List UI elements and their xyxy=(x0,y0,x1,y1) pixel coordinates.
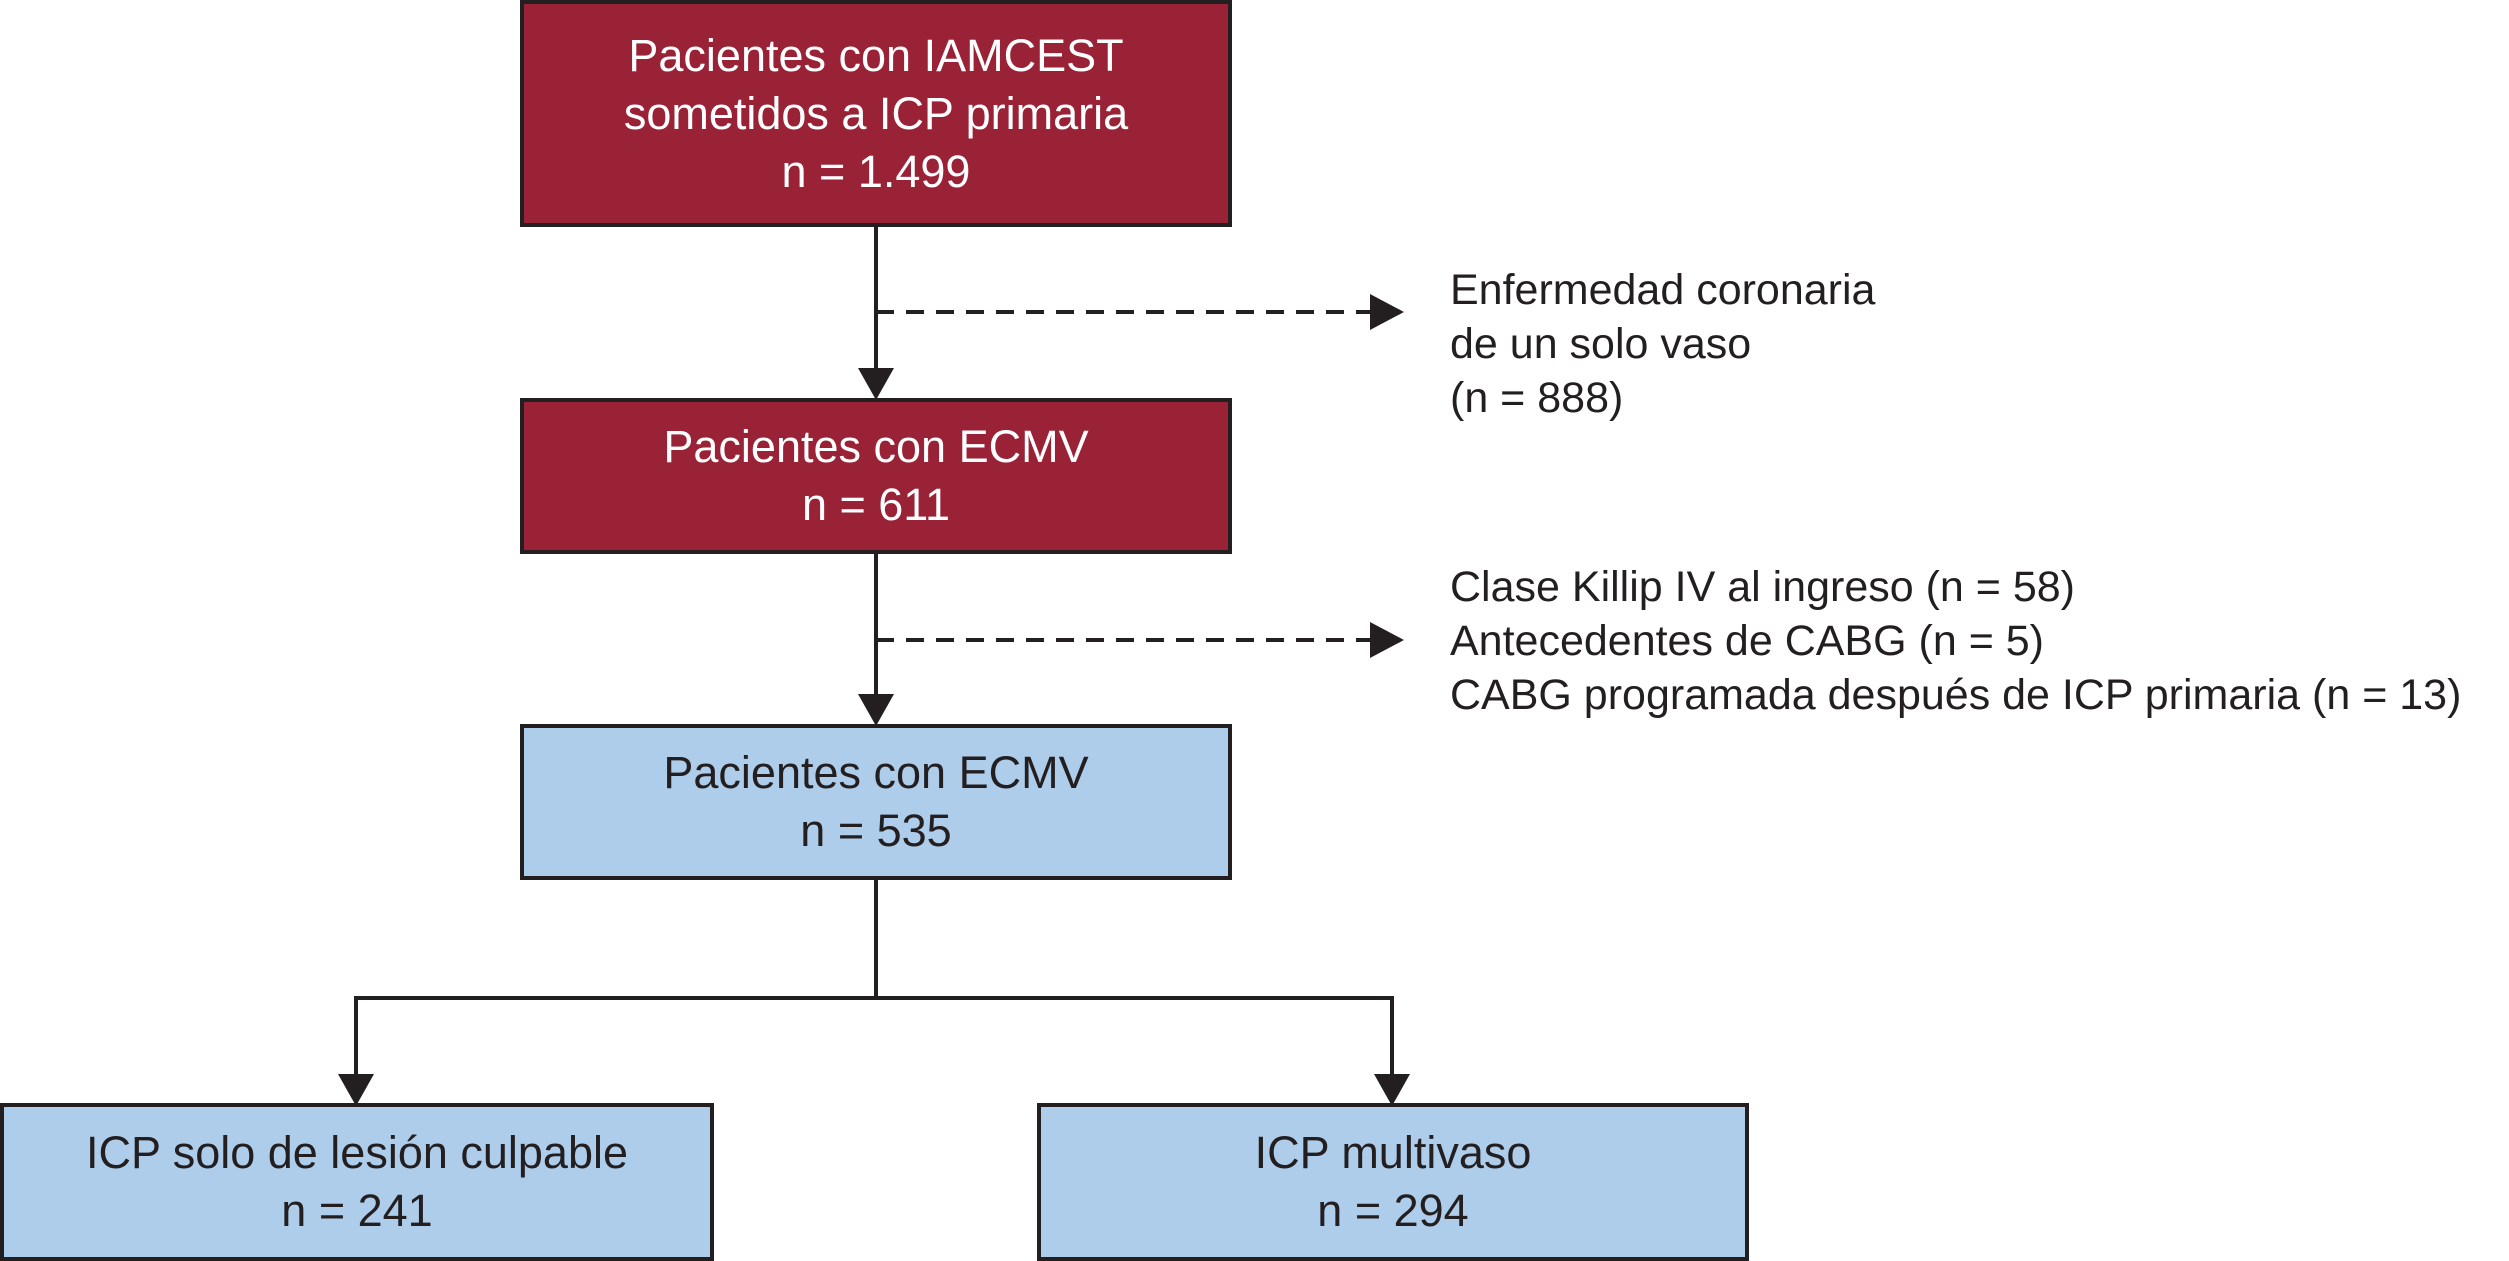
arrowhead-to-multivessel-pci xyxy=(1374,1074,1410,1106)
arrowhead-to-multivessel xyxy=(858,368,894,400)
final-population-box: Pacientes con ECMV n = 535 xyxy=(520,724,1232,880)
initial-population-box: Pacientes con IAMCEST sometidos a ICP pr… xyxy=(520,0,1232,227)
arrowhead-exclusion-2 xyxy=(1370,622,1404,658)
exclusion-2-line2: Antecedentes de CABG (n = 5) xyxy=(1450,617,2044,665)
multivessel-box-line2: n = 611 xyxy=(801,479,951,530)
culprit-only-pci-box: ICP solo de lesión culpable n = 241 xyxy=(0,1103,714,1261)
exclusion-2-line1: Clase Killip IV al ingreso (n = 58) xyxy=(1450,563,2075,611)
initial-box-line2: sometidos a ICP primaria xyxy=(623,87,1129,139)
multivessel-box-line1: Pacientes con ECMV xyxy=(663,421,1089,472)
multivessel-pci-box: ICP multivaso n = 294 xyxy=(1037,1103,1749,1261)
initial-box-line1: Pacientes con IAMCEST xyxy=(628,29,1124,81)
exclusion-1-line2: de un solo vaso xyxy=(1450,320,1752,368)
exclusion-1-line1: Enfermedad coronaria xyxy=(1450,266,1876,314)
exclusion-note-single-vessel: Enfermedad coronaria de un solo vaso (n … xyxy=(1450,263,1875,425)
arrowhead-to-final xyxy=(858,694,894,726)
multivessel-population-box: Pacientes con ECMV n = 611 xyxy=(520,398,1232,554)
exclusion-note-killip-cabg: Clase Killip IV al ingreso (n = 58) Ante… xyxy=(1450,560,2461,722)
initial-box-line3: n = 1.499 xyxy=(781,145,971,197)
multivessel-pci-box-line2: n = 294 xyxy=(1317,1185,1469,1236)
arrowhead-exclusion-1 xyxy=(1370,294,1404,330)
culprit-only-box-line1: ICP solo de lesión culpable xyxy=(85,1127,629,1178)
culprit-only-box-line2: n = 241 xyxy=(281,1185,433,1236)
exclusion-2-line3: CABG programada después de ICP primaria … xyxy=(1450,671,2462,719)
arrowhead-to-culprit-only xyxy=(338,1074,374,1106)
multivessel-pci-box-line1: ICP multivaso xyxy=(1254,1127,1532,1178)
final-box-line1: Pacientes con ECMV xyxy=(663,747,1089,798)
exclusion-1-line3: (n = 888) xyxy=(1450,374,1624,422)
final-box-line2: n = 535 xyxy=(800,805,952,856)
